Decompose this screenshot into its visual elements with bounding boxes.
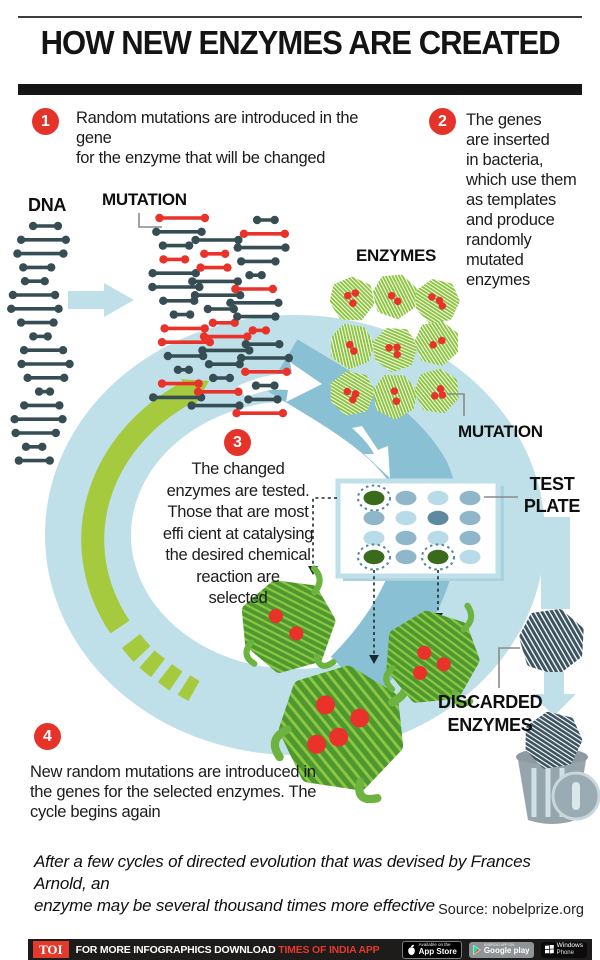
source-credit: Source: nobelprize.org bbox=[438, 902, 584, 918]
top-rule bbox=[18, 16, 582, 18]
windows-line1: Windows bbox=[556, 942, 583, 950]
mutation-dna-label: MUTATION bbox=[102, 190, 187, 209]
plate-well-2-3 bbox=[427, 510, 449, 526]
plate-well-4-2 bbox=[395, 549, 417, 565]
google-play-line1: ANDROID APP ON bbox=[483, 942, 514, 947]
enzymes-label: ENZYMES bbox=[356, 246, 437, 265]
plate-well-1-1 bbox=[357, 484, 391, 512]
mutated-enzyme-6 bbox=[414, 321, 458, 366]
plate-well-4-4 bbox=[459, 549, 481, 565]
dna-helix bbox=[7, 221, 74, 465]
mutated-enzyme-7 bbox=[330, 371, 375, 416]
plate-well-2-1 bbox=[363, 510, 385, 526]
plate-well-4-1 bbox=[357, 543, 391, 571]
white-arrow-to-enzymes bbox=[238, 362, 322, 402]
step-4-badge: 4 bbox=[34, 723, 61, 750]
app-store-line2: App Store bbox=[418, 946, 457, 956]
mutated-dna-2 bbox=[187, 235, 254, 410]
plate-well-3-3 bbox=[427, 530, 449, 546]
mutation-enzyme-label: MUTATION bbox=[458, 422, 543, 441]
step-4-text: New random mutations are introduced in t… bbox=[30, 763, 317, 821]
mutated-enzyme-5 bbox=[372, 328, 418, 373]
mutated-enzyme-3 bbox=[415, 279, 460, 324]
dna-label: DNA bbox=[28, 195, 67, 215]
trash-enzyme bbox=[525, 711, 583, 769]
title-underline-bar bbox=[18, 84, 582, 95]
promo-text-red: TIMES OF INDIA APP bbox=[278, 943, 380, 956]
promo-text-white: FOR MORE INFOGRAPHICS DOWNLOAD bbox=[75, 943, 279, 956]
plate-well-2-4 bbox=[459, 510, 481, 526]
mutated-dna-3 bbox=[226, 215, 293, 418]
bottom-promo-bar: TOI FOR MORE INFOGRAPHICS DOWNLOAD TIMES… bbox=[28, 939, 592, 960]
app-store-badge: Available on the App Store bbox=[401, 940, 462, 959]
google-play-badge: ANDROID APP ON Google play bbox=[468, 941, 534, 958]
step-1-text: Random mutations are introduced in the g… bbox=[76, 109, 359, 167]
plate-well-3-1 bbox=[363, 530, 385, 546]
trash-can bbox=[516, 748, 600, 824]
mutated-enzyme-1 bbox=[329, 276, 375, 321]
plate-well-4-3 bbox=[421, 543, 455, 571]
label-connectors bbox=[138, 213, 520, 688]
step-1-badge: 1 bbox=[32, 108, 59, 135]
discarded-enzyme bbox=[519, 609, 584, 675]
windows-phone-badge: Windows Phone bbox=[540, 941, 587, 958]
plate-well-1-2 bbox=[395, 490, 417, 506]
selected-enzyme-1 bbox=[241, 565, 337, 673]
discard-pipe bbox=[498, 517, 570, 609]
promo-text: FOR MORE INFOGRAPHICS DOWNLOAD TIMES OF … bbox=[76, 944, 380, 956]
toi-logo: TOI bbox=[33, 941, 69, 958]
mutated-enzyme-8 bbox=[373, 375, 418, 420]
google-play-line2: Google play bbox=[483, 946, 530, 956]
discard-arrow bbox=[532, 672, 576, 716]
mutated-enzyme-2 bbox=[372, 274, 417, 320]
plate-well-3-2 bbox=[395, 530, 417, 546]
test-plate-label: TEST PLATE bbox=[523, 474, 581, 516]
step-2-text: The genes are inserted in bacteria, whic… bbox=[466, 111, 577, 289]
white-arrow-to-plate bbox=[352, 426, 390, 478]
windows-icon bbox=[544, 945, 554, 954]
plate-well-3-4 bbox=[459, 530, 481, 546]
discarded-enzymes-label: DISCARDED ENZYMES bbox=[438, 692, 543, 735]
footer-note: After a few cycles of directed evolution… bbox=[34, 852, 531, 915]
apple-icon bbox=[407, 944, 415, 955]
page-title-text: HOW NEW ENZYMES ARE CREATED bbox=[40, 24, 560, 61]
plate-well-1-4 bbox=[459, 490, 481, 506]
mutated-enzyme-9 bbox=[414, 368, 459, 414]
plate-well-2-2 bbox=[395, 510, 417, 526]
step-3-text: The changed enzymes are tested. Those th… bbox=[162, 460, 314, 607]
windows-line2: Phone bbox=[556, 949, 574, 956]
page-title: HOW NEW ENZYMES ARE CREATED bbox=[18, 24, 582, 62]
mutated-enzyme-4 bbox=[331, 323, 375, 370]
selected-enzyme-3 bbox=[383, 602, 480, 707]
plate-well-1-3 bbox=[427, 490, 449, 506]
step-3-badge: 3 bbox=[224, 429, 251, 456]
step-2-badge: 2 bbox=[429, 108, 456, 135]
app-store-line1: Available on the bbox=[418, 942, 451, 948]
dna-arrow bbox=[68, 283, 134, 317]
google-play-icon bbox=[473, 944, 481, 955]
